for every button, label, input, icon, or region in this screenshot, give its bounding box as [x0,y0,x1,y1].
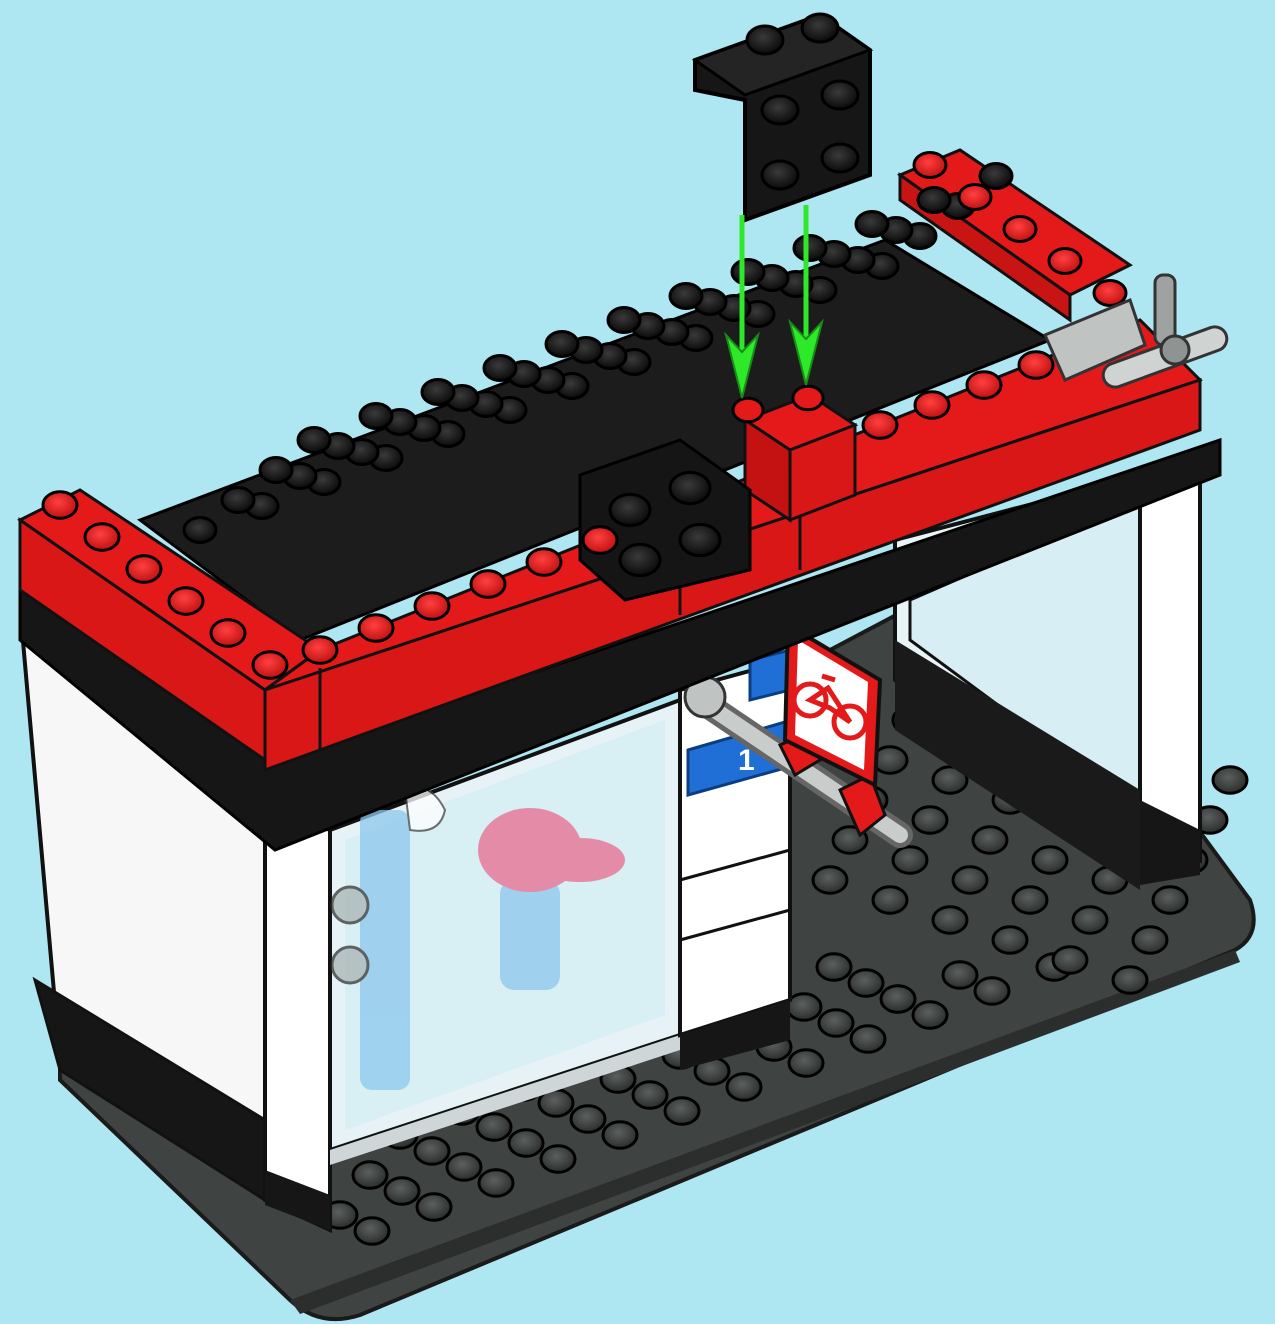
roof-stud [359,615,393,642]
bracket-stud [762,161,798,189]
baseplate-stud [727,1074,761,1101]
roof-stud [546,332,578,357]
bracket-stud [762,96,798,124]
baseplate-stud [873,887,907,914]
baseplate-stud [973,827,1007,854]
roof-stud [471,571,505,598]
roof-stud [794,236,826,261]
roof-stud [127,556,161,583]
roof-stud [1004,217,1036,242]
baseplate-stud [1053,947,1087,974]
baseplate-stud [913,1002,947,1029]
baseplate-stud [479,1170,513,1197]
bracket-stud [747,26,783,54]
baseplate-stud [993,927,1027,954]
baseplate-stud [1033,847,1067,874]
roof-stud [856,212,888,237]
baseplate-stud [477,1114,511,1141]
roof-stud [732,260,764,285]
baseplate-stud [1153,887,1187,914]
bracket-stud [802,14,838,42]
roof-stud [863,412,897,439]
roof-stud [43,492,77,519]
roof-stud [222,488,254,513]
roof-stud [422,380,454,405]
baseplate-stud [787,994,821,1021]
baseplate-stud [943,962,977,989]
baseplate-stud [817,954,851,981]
roof-stud [670,284,702,309]
roof-stud [298,428,330,453]
surfboard [360,810,410,1090]
baseplate-stud [893,847,927,874]
bracket-stud [822,144,858,172]
baseplate-stud [385,1178,419,1205]
baseplate-stud [851,1026,885,1053]
roof-stud [959,185,991,210]
roof-stud [527,549,561,576]
roof-stud [980,164,1012,189]
baseplate-stud [913,807,947,834]
baseplate-stud [633,1082,667,1109]
bracket-stud [680,524,720,555]
roof-stud [1049,249,1081,274]
baseplate-stud [819,1010,853,1037]
baseplate-stud [417,1194,451,1221]
baseplate-stud [881,986,915,1013]
baseplate-stud [665,1098,699,1125]
baseplate-stud [447,1154,481,1181]
baseplate-stud [953,867,987,894]
baseplate-stud [509,1130,543,1157]
baseplate-stud [355,1218,389,1245]
roof-stud [1019,352,1053,379]
roof-stud [85,524,119,551]
bracket-stud [670,472,710,503]
roof-stud [918,188,950,213]
roof-stud [1094,281,1126,306]
bracket-stud [610,494,650,525]
baseplate-stud [789,1050,823,1077]
baseplate-stud [603,1122,637,1149]
roof-stud [211,620,245,647]
baseplate-stud [933,907,967,934]
roof-stud [583,527,617,554]
roof-stud [793,386,823,409]
baseplate-stud [1013,887,1047,914]
roof-stud [303,637,337,664]
roof-stud [915,392,949,419]
baseplate-stud [1113,967,1147,994]
roof-stud [608,308,640,333]
roof-stud [967,372,1001,399]
roof-stud [169,588,203,615]
bracket-stud [620,544,660,575]
baseplate-stud [541,1146,575,1173]
roof-stud [914,153,946,178]
roof-stud [484,356,516,381]
baseplate-stud [415,1138,449,1165]
roof-stud [260,458,292,483]
roof-stud [733,398,763,421]
roof-stud [415,593,449,620]
bracket-stud [822,81,858,109]
baseplate-stud [1133,927,1167,954]
baseplate-stud [571,1106,605,1133]
roof-stud [184,518,216,543]
display-stand [500,880,560,990]
baseplate-stud [1213,767,1247,794]
roof-stud [360,404,392,429]
roof-stud [253,652,287,679]
baseplate-stud [353,1162,387,1189]
baseplate-stud [849,970,883,997]
baseplate-stud [813,867,847,894]
baseplate-stud [975,978,1009,1005]
baseplate-stud [1073,907,1107,934]
